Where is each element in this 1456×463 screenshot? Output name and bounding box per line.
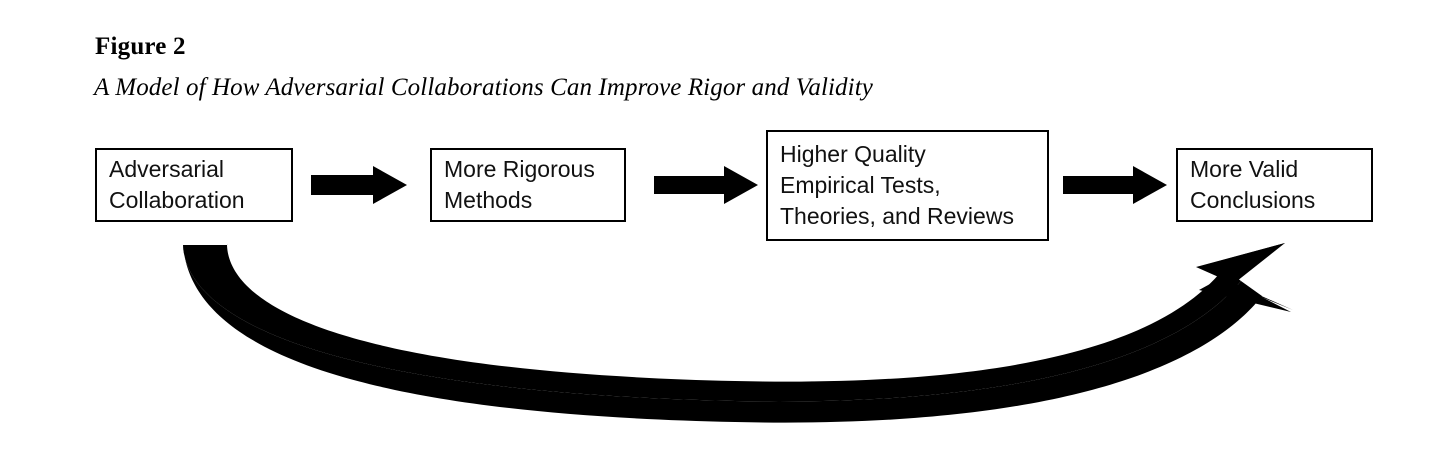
node-more-rigorous-methods: More Rigorous Methods bbox=[430, 148, 626, 222]
figure-number-label: Figure 2 bbox=[95, 33, 186, 60]
node-more-rigorous-methods-label: More Rigorous Methods bbox=[444, 156, 595, 213]
node-higher-quality-empirical-tests-label: Higher Quality Empirical Tests, Theories… bbox=[780, 141, 1014, 229]
node-more-valid-conclusions-label: More Valid Conclusions bbox=[1190, 156, 1316, 213]
arrow-right-icon-2 bbox=[654, 166, 758, 204]
arrow-right-icon-1 bbox=[311, 166, 407, 204]
node-adversarial-collaboration-label: Adversarial Collaboration bbox=[109, 156, 245, 213]
arrow-right-icon-3 bbox=[1063, 166, 1167, 204]
node-more-valid-conclusions: More Valid Conclusions bbox=[1176, 148, 1373, 222]
figure-caption: A Model of How Adversarial Collaboration… bbox=[94, 74, 873, 101]
node-higher-quality-empirical-tests: Higher Quality Empirical Tests, Theories… bbox=[766, 130, 1049, 241]
node-adversarial-collaboration: Adversarial Collaboration bbox=[95, 148, 293, 222]
